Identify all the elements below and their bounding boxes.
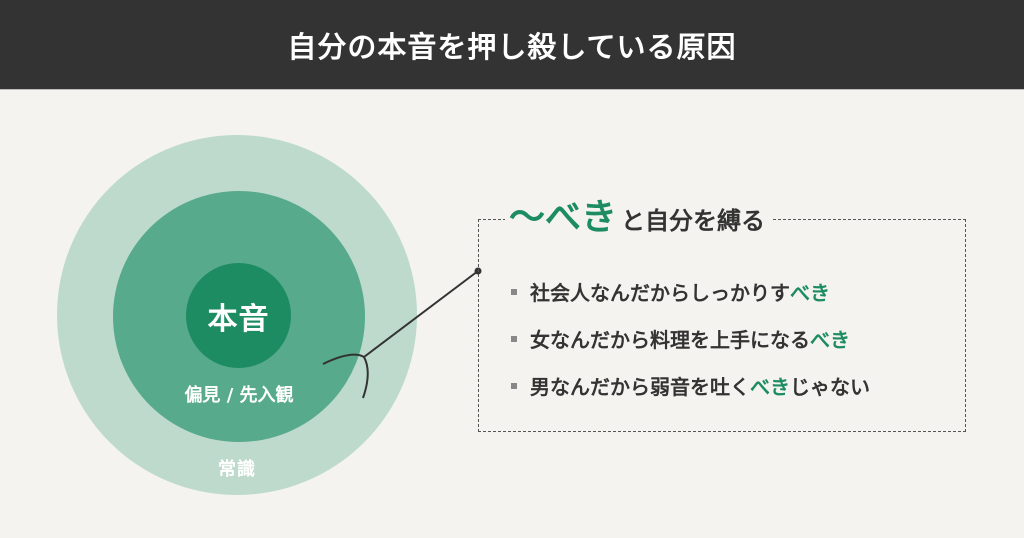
list-item: 男なんだから弱音を吐くべきじゃない (511, 362, 870, 409)
callout-list: 社会人なんだからしっかりすべき 女なんだから料理を上手になるべき 男なんだから弱… (511, 268, 870, 409)
item-prefix: 男なんだから弱音を吐く (530, 375, 750, 399)
item-highlight: べき (790, 281, 830, 305)
item-highlight: べき (810, 328, 850, 352)
middle-label: 偏見 / 先入観 (184, 385, 294, 406)
core-label: 本音 (207, 301, 270, 337)
bullet-square-icon (511, 382, 517, 389)
list-item: 女なんだから料理を上手になるべき (511, 315, 870, 362)
item-prefix: 女なんだから料理を上手になる (530, 328, 810, 352)
callout-title: 〜べき と自分を縛る (505, 196, 774, 240)
bullet-square-icon (511, 335, 517, 342)
item-suffix: じゃない (790, 375, 870, 399)
header-bar: 自分の本音を押し殺している原因 (0, 0, 1024, 90)
outer-label: 常識 (218, 459, 256, 480)
callout-title-accent: 〜べき (509, 197, 618, 238)
item-prefix: 社会人なんだからしっかりす (530, 281, 790, 305)
circle-true-feelings: 本音 (186, 263, 291, 368)
callout-title-rest: と自分を縛る (621, 207, 766, 235)
page-title: 自分の本音を押し殺している原因 (287, 29, 737, 64)
item-highlight: べき (750, 375, 790, 399)
list-item: 社会人なんだからしっかりすべき (511, 268, 870, 315)
bullet-square-icon (511, 288, 517, 295)
